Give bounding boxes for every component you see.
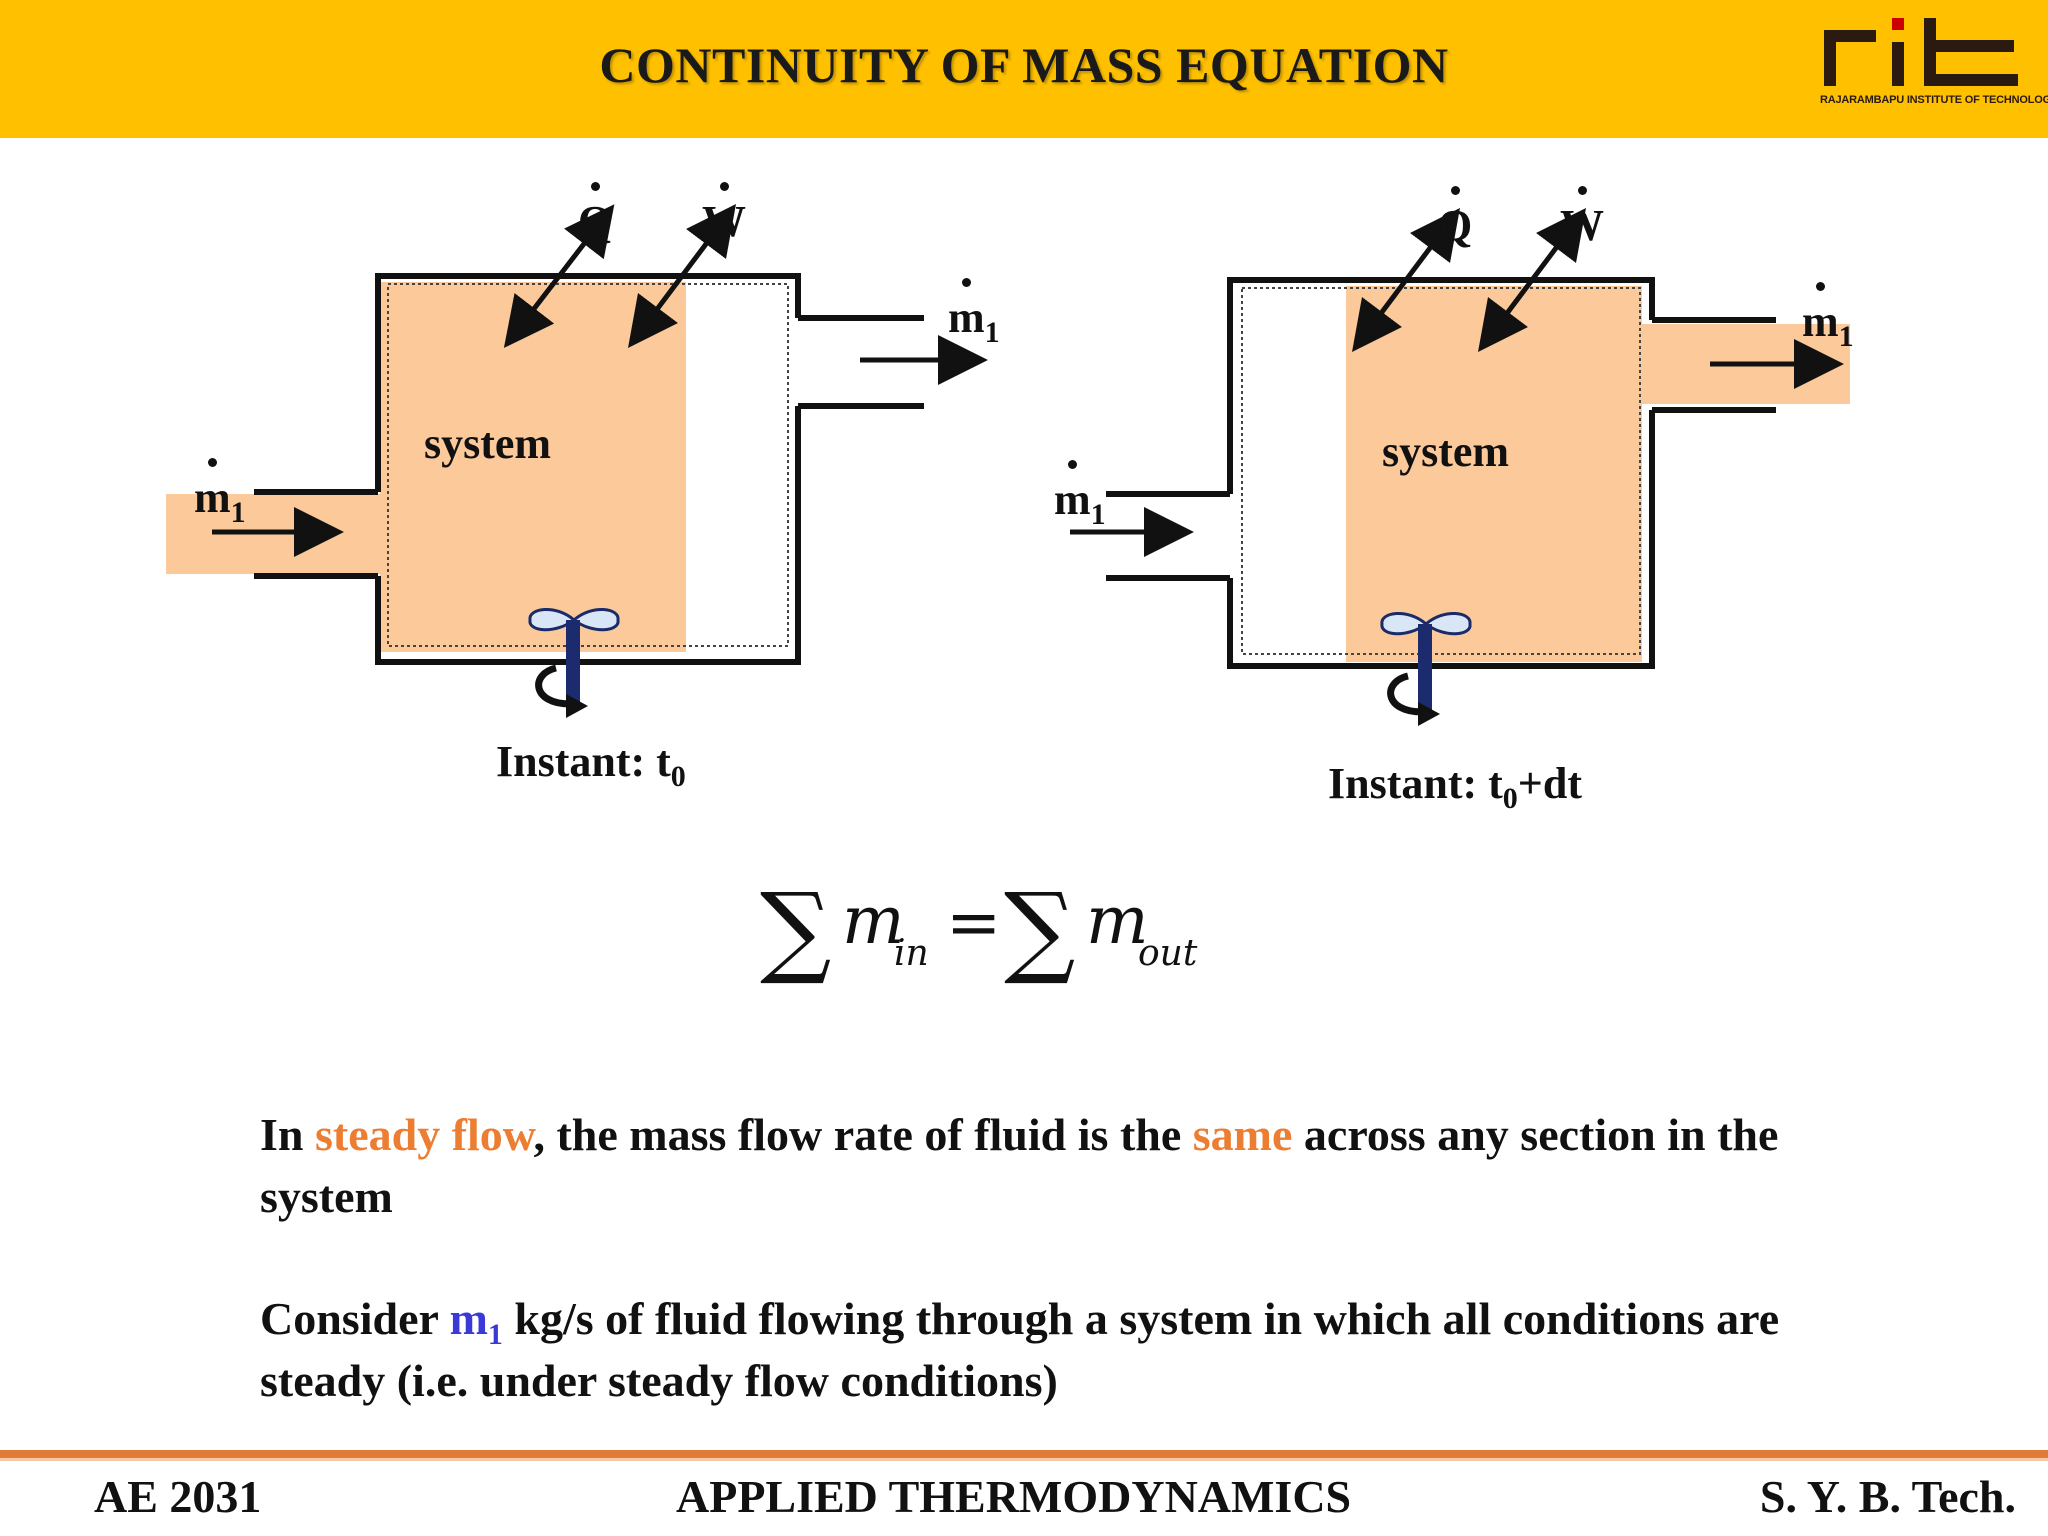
highlight-m1: m1 — [449, 1293, 503, 1351]
left-work-label: W — [702, 182, 746, 246]
diagram-graphics — [166, 204, 1850, 726]
right-work-arrow — [1478, 208, 1586, 352]
right-work-label: W — [1560, 186, 1604, 250]
footer-divider — [0, 1450, 2048, 1461]
right-inflow-label: m1 — [1054, 460, 1106, 531]
left-system-label: system — [424, 419, 552, 468]
right-outflow-label: m1 — [1802, 282, 1854, 353]
logo-caption: RAJARAMBAPU INSTITUTE OF TECHNOLOGY — [1820, 94, 2048, 106]
sigma-right: ∑ — [1004, 871, 1076, 988]
subscript-in: in — [894, 933, 929, 974]
right-heat-arrow — [1352, 208, 1460, 352]
subscript-out: out — [1138, 933, 1198, 974]
left-inflow-label: m1 — [194, 458, 246, 529]
left-instant-label: Instant: t0 — [496, 737, 686, 793]
sigma-left: ∑ — [760, 871, 832, 988]
right-system — [1070, 208, 1850, 726]
left-heat-arrow — [503, 204, 615, 348]
right-propeller-icon — [1380, 611, 1472, 726]
consider-paragraph: Consider m1 kg/s of fluid flowing throug… — [260, 1293, 1780, 1406]
left-work-arrow — [628, 204, 736, 348]
m-in: m — [842, 882, 905, 959]
equals-sign: = — [946, 884, 1002, 961]
header-bar: CONTINUITY OF MASS EQUATION RAJARAMBAPU … — [0, 0, 2048, 138]
steady-flow-paragraph: In steady flow, the mass flow rate of fl… — [260, 1109, 1779, 1222]
slide-title: CONTINUITY OF MASS EQUATION — [599, 37, 1449, 93]
highlight-same: same — [1192, 1109, 1293, 1160]
left-propeller-icon — [528, 607, 620, 718]
flow-diagrams: Q W m1 m1 system Instant: t0 Q W m1 m1 s… — [0, 138, 2048, 858]
right-heat-label: Q — [1438, 186, 1473, 250]
continuity-equation: ∑ m in = ∑ m out — [760, 880, 1220, 1000]
rit-logo: RAJARAMBAPU INSTITUTE OF TECHNOLOGY — [1820, 18, 2048, 122]
footer-course-name: APPLIED THERMODYNAMICS — [676, 1471, 1352, 1522]
right-system-label: system — [1382, 427, 1510, 476]
footer-course-code: AE 2031 — [94, 1471, 262, 1522]
left-outflow-label: m1 — [948, 278, 1000, 349]
rit-logo-mark — [1824, 18, 2018, 86]
right-instant-label: Instant: t0+dt — [1328, 759, 1582, 815]
left-system — [166, 204, 988, 718]
left-heat-label: Q — [578, 182, 613, 246]
highlight-steady-flow: steady flow — [314, 1109, 534, 1160]
footer-class: S. Y. B. Tech. — [1759, 1471, 2016, 1522]
m-out: m — [1086, 882, 1149, 959]
